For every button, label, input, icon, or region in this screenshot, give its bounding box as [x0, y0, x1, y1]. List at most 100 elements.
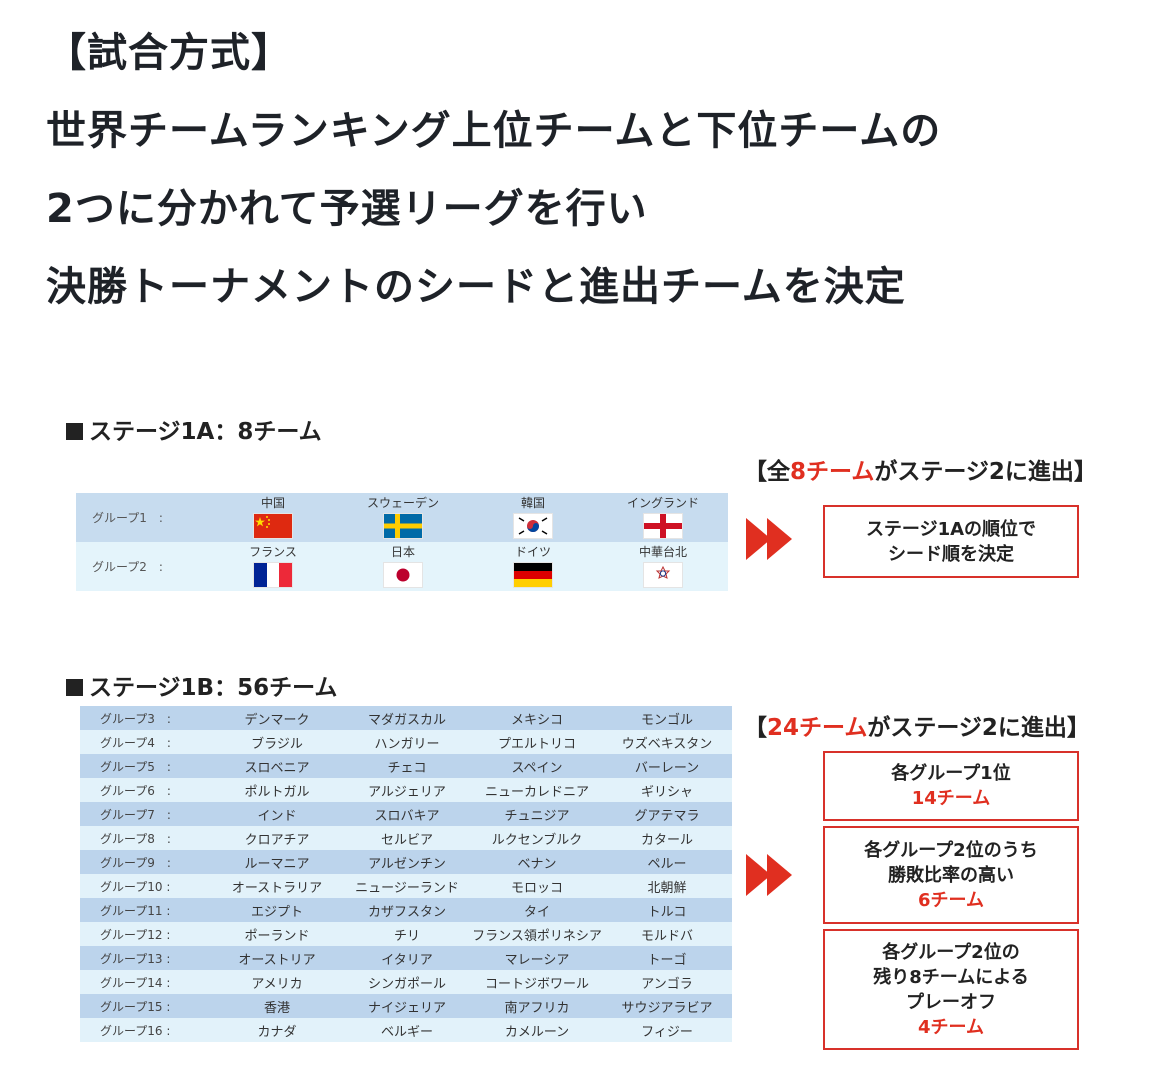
korea-flag-icon	[513, 513, 553, 539]
stage1b-group-row: グループ12 :ポーランドチリフランス領ポリネシアモルドバ	[80, 922, 732, 946]
team-cell: 韓国	[468, 493, 598, 542]
stage1b-note-red: 24チーム	[767, 715, 868, 741]
stage1b-group-row: グループ6 :ポルトガルアルジェリアニューカレドニアギリシャ	[80, 778, 732, 802]
stage1b-group-row: グループ5 :スロベニアチェコスペインバーレーン	[80, 754, 732, 778]
box-group-winners: 各グループ1位 14チーム	[823, 751, 1079, 821]
team-name: トーゴ	[647, 952, 687, 968]
stage1b-title-text: ステージ1B：56チーム	[89, 675, 338, 701]
heading-line-1: 【試合方式】	[46, 30, 292, 76]
team-name: アルジェリア	[368, 784, 446, 800]
box-best-runners-up-line-1: 各グループ2位のうち	[864, 839, 1038, 861]
group-label: グループ10 :	[100, 879, 171, 894]
team-name: ベルギー	[380, 1024, 433, 1040]
team-name: チェコ	[387, 760, 427, 776]
box-best-runners-up-count: 6チーム	[918, 889, 984, 911]
stage1a-arrow-icon	[746, 518, 792, 560]
stage1a-note-pre: 【全	[744, 459, 790, 485]
team-cell: ドイツ	[468, 542, 598, 591]
stage1b-arrow-icon	[746, 854, 792, 896]
team-name: スウェーデン	[366, 496, 439, 510]
team-name: 日本	[390, 545, 415, 559]
team-name: マダガスカル	[367, 712, 446, 728]
group-label: グループ9 :	[100, 855, 171, 870]
team-name: ハンガリー	[374, 736, 440, 752]
stage1a-note-red: 8チーム	[790, 459, 875, 485]
stage1a-table: グループ1 :中国スウェーデン韓国イングランドグループ2 :フランス日本ドイツ中…	[76, 493, 728, 591]
team-name: デンマーク	[244, 712, 310, 728]
stage1b-note-post: がステージ2に進出】	[867, 715, 1090, 741]
team-name: ペルー	[647, 856, 687, 872]
team-name: バーレーン	[634, 760, 700, 776]
team-name: ルクセンブルク	[491, 832, 583, 848]
stage1a-result-line-1: ステージ1Aの順位で	[865, 518, 1037, 540]
team-name: スロベニア	[244, 760, 310, 776]
team-name: コートジボワール	[484, 976, 589, 992]
team-name: カメルーン	[504, 1024, 570, 1040]
team-cell: 日本	[338, 542, 468, 591]
team-cell: スウェーデン	[338, 493, 468, 542]
team-name: ナイジェリア	[367, 1000, 446, 1016]
group-label: グループ6 :	[100, 783, 171, 798]
box-best-runners-up: 各グループ2位のうち 勝敗比率の高い 6チーム	[823, 826, 1079, 924]
square-bullet-icon	[66, 423, 83, 440]
team-cell: フランス	[208, 542, 338, 591]
group-label: グループ16 :	[100, 1023, 171, 1038]
team-name: ニュージーランド	[355, 880, 459, 896]
box-playoff-line-2: 残り8チームによる	[873, 966, 1029, 988]
box-playoff-count: 4チーム	[918, 1016, 984, 1038]
stage1b-title: ステージ1B：56チーム	[66, 668, 337, 702]
team-name: メキシコ	[510, 712, 563, 728]
team-name: アメリカ	[251, 976, 303, 992]
group-label: グループ14 :	[100, 975, 171, 990]
group-label: グループ4 :	[100, 735, 171, 750]
stage1a-group-row: グループ2 :フランス日本ドイツ中華台北	[76, 542, 728, 591]
team-name: ギリシャ	[640, 784, 693, 800]
team-name: プエルトリコ	[497, 736, 576, 752]
team-name: マレーシア	[504, 952, 570, 968]
stage1b-group-row: グループ9 :ルーマニアアルゼンチンベナンペルー	[80, 850, 732, 874]
team-name: カザフスタン	[367, 904, 446, 920]
team-name: ニューカレドニア	[484, 784, 589, 800]
stage1a-note: 【全8チームがステージ2に進出】	[744, 452, 1097, 486]
team-name: フランス領ポリネシア	[472, 928, 602, 944]
team-name: インド	[257, 808, 297, 824]
box-group-winners-line-1: 各グループ1位	[891, 763, 1011, 784]
team-name: チュニジア	[504, 808, 570, 824]
france-flag-icon	[253, 562, 293, 588]
team-name: モロッコ	[510, 880, 563, 896]
group-label: グループ12 :	[100, 927, 171, 942]
team-name: モルドバ	[640, 928, 693, 944]
england-flag-icon	[643, 513, 683, 539]
heading-line-3: 2つに分かれて予選リーグを行い	[46, 186, 648, 232]
japan-flag-icon	[383, 562, 423, 588]
team-name: スロバキア	[374, 808, 440, 824]
group-label: グループ7 :	[100, 807, 171, 822]
team-name: シンガポール	[367, 976, 446, 992]
team-name: オーストリア	[238, 952, 316, 968]
stage1a-title-text: ステージ1A：8チーム	[89, 419, 322, 445]
team-name: カナダ	[257, 1024, 297, 1040]
box-playoff-line-3: プレーオフ	[906, 991, 996, 1013]
stage1b-group-row: グループ4 :ブラジルハンガリープエルトリコウズベキスタン	[80, 730, 732, 754]
group-label: グループ1 :	[92, 511, 163, 525]
stage1b-note: 【24チームがステージ2に進出】	[744, 708, 1090, 742]
team-name: イングランド	[626, 496, 699, 510]
stage1b-table: グループ3 :デンマークマダガスカルメキシコモンゴルグループ4 :ブラジルハンガ…	[80, 706, 732, 1042]
team-name: 北朝鮮	[647, 880, 687, 896]
stage1b-group-row: グループ8 :クロアチアセルビアルクセンブルクカタール	[80, 826, 732, 850]
team-cell: イングランド	[598, 493, 728, 542]
stage1b-group-row: グループ7 :インドスロバキアチュニジアグアテマラ	[80, 802, 732, 826]
team-name: 香港	[263, 1000, 290, 1016]
team-name: スペイン	[511, 760, 563, 776]
stage1b-group-row: グループ13 :オーストリアイタリアマレーシアトーゴ	[80, 946, 732, 970]
stage1b-group-row: グループ15 :香港ナイジェリア南アフリカサウジアラビア	[80, 994, 732, 1018]
sweden-flag-icon	[383, 513, 423, 539]
team-name: フランス	[249, 545, 297, 559]
team-name: セルビア	[380, 832, 433, 848]
group-label: グループ15 :	[100, 999, 171, 1014]
team-name: アンゴラ	[641, 976, 693, 992]
team-name: タイ	[523, 904, 550, 920]
team-cell: 中華台北	[598, 542, 728, 591]
stage1b-group-row: グループ10 :オーストラリアニュージーランドモロッコ北朝鮮	[80, 874, 732, 898]
team-name: クロアチア	[244, 832, 310, 848]
